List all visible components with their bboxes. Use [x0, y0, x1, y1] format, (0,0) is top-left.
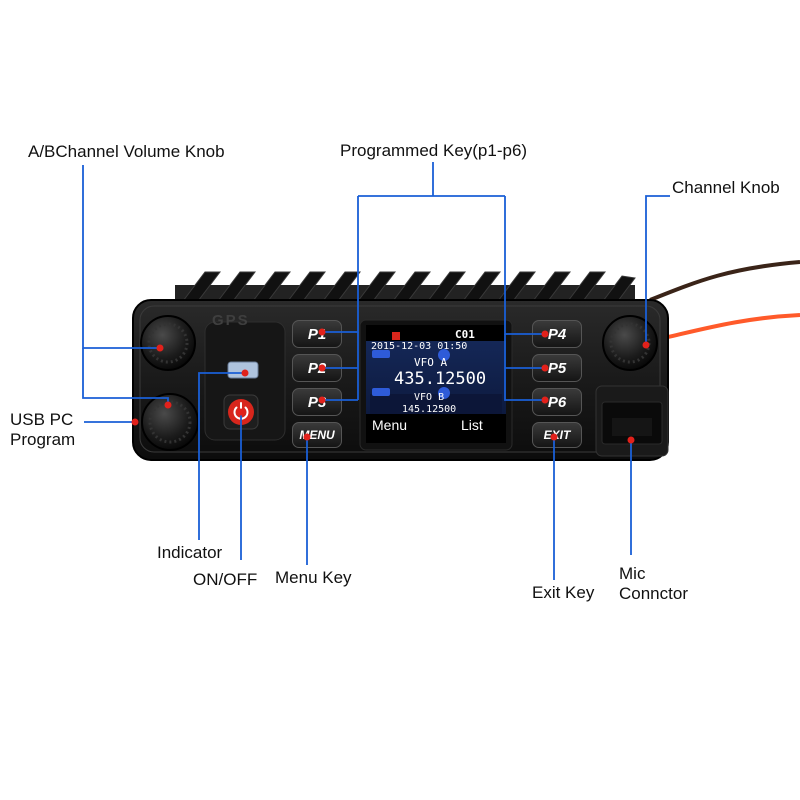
volume-knob-b: [141, 393, 199, 451]
screen-vfo-a-label: VFO A: [414, 356, 448, 369]
label-usb: USB PC Program: [10, 410, 76, 449]
volume-knob-a: [140, 315, 196, 371]
label-menu-key: Menu Key: [275, 568, 352, 587]
menu-key[interactable]: MENU: [292, 422, 342, 448]
key-p2[interactable]: P2: [292, 354, 342, 382]
label-indicator: Indicator: [157, 543, 223, 562]
label-on-off: ON/OFF: [193, 570, 258, 589]
label-channel-knob: Channel Knob: [672, 178, 780, 197]
softkey-menu[interactable]: Menu: [372, 417, 408, 433]
mic-connector: [595, 385, 669, 457]
channel-knob: [602, 315, 658, 371]
screen-vfo-b-label: VFO B: [414, 392, 445, 403]
label-exit-key: Exit Key: [532, 583, 595, 602]
indicator-led: [227, 361, 259, 379]
screen-vfo-a-freq: 435.12500: [394, 369, 487, 389]
exit-key[interactable]: EXIT: [532, 422, 582, 448]
label-volume-knob: A/BChannel Volume Knob: [28, 142, 225, 161]
screen-datetime: 2015-12-03 01:50: [371, 341, 468, 352]
gps-emboss: GPS: [212, 312, 250, 329]
label-mic-connector: Mic Connctor: [619, 564, 688, 603]
screen-channel: C01: [455, 328, 475, 341]
key-p6[interactable]: P6: [532, 388, 582, 416]
label-programmed-key: Programmed Key(p1-p6): [340, 141, 528, 160]
power-cables: [649, 260, 800, 342]
softkey-list[interactable]: List: [461, 417, 483, 433]
screen-vfo-b-freq: 145.12500: [402, 404, 457, 415]
